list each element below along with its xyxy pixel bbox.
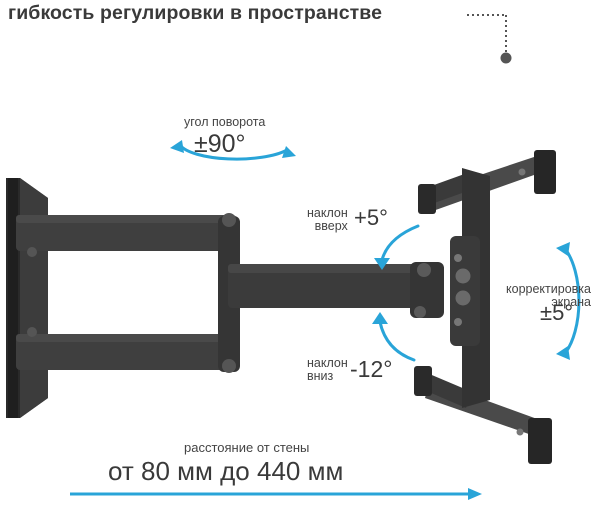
tilt-down-arrow	[372, 312, 416, 362]
rotation-label: угол поворота	[184, 115, 266, 129]
second-arm	[228, 264, 428, 308]
screen-correction-label: корректировка экрана	[493, 283, 591, 309]
tv-bracket	[414, 150, 556, 464]
screen-correction-value: ±5°	[540, 300, 574, 325]
tilt-up-label-line2: вверх	[314, 219, 348, 233]
screen-correction-label-line1: корректировка	[506, 282, 591, 296]
tilt-down-label-line2: вниз	[307, 369, 334, 383]
screen-correction-label-line2: экрана	[551, 295, 591, 309]
screen-correction-arc-arrow	[556, 242, 581, 360]
distance-arrow	[70, 488, 482, 500]
tilt-up-value: +5°	[354, 205, 388, 230]
rotation-value: ±90°	[194, 130, 246, 158]
tilt-down-value: -12°	[350, 356, 393, 382]
distance-label: расстояние от стены	[184, 440, 310, 455]
distance-value: от 80 мм до 440 мм	[108, 456, 344, 486]
page-title: гибкость регулировки в пространстве	[8, 2, 383, 24]
swivel-joint	[410, 262, 444, 318]
rotation-arc-arrow	[170, 140, 296, 161]
tilt-down-label: наклон вниз	[307, 357, 348, 383]
tilt-up-arrow	[374, 224, 420, 270]
wall-plate	[6, 178, 48, 418]
first-arm	[16, 213, 240, 373]
tilt-up-label-line1: наклон	[307, 206, 348, 220]
tilt-up-label: наклон вверх	[307, 207, 348, 233]
title-dotted-leader	[467, 14, 512, 64]
tilt-down-label-line1: наклон	[307, 356, 348, 370]
